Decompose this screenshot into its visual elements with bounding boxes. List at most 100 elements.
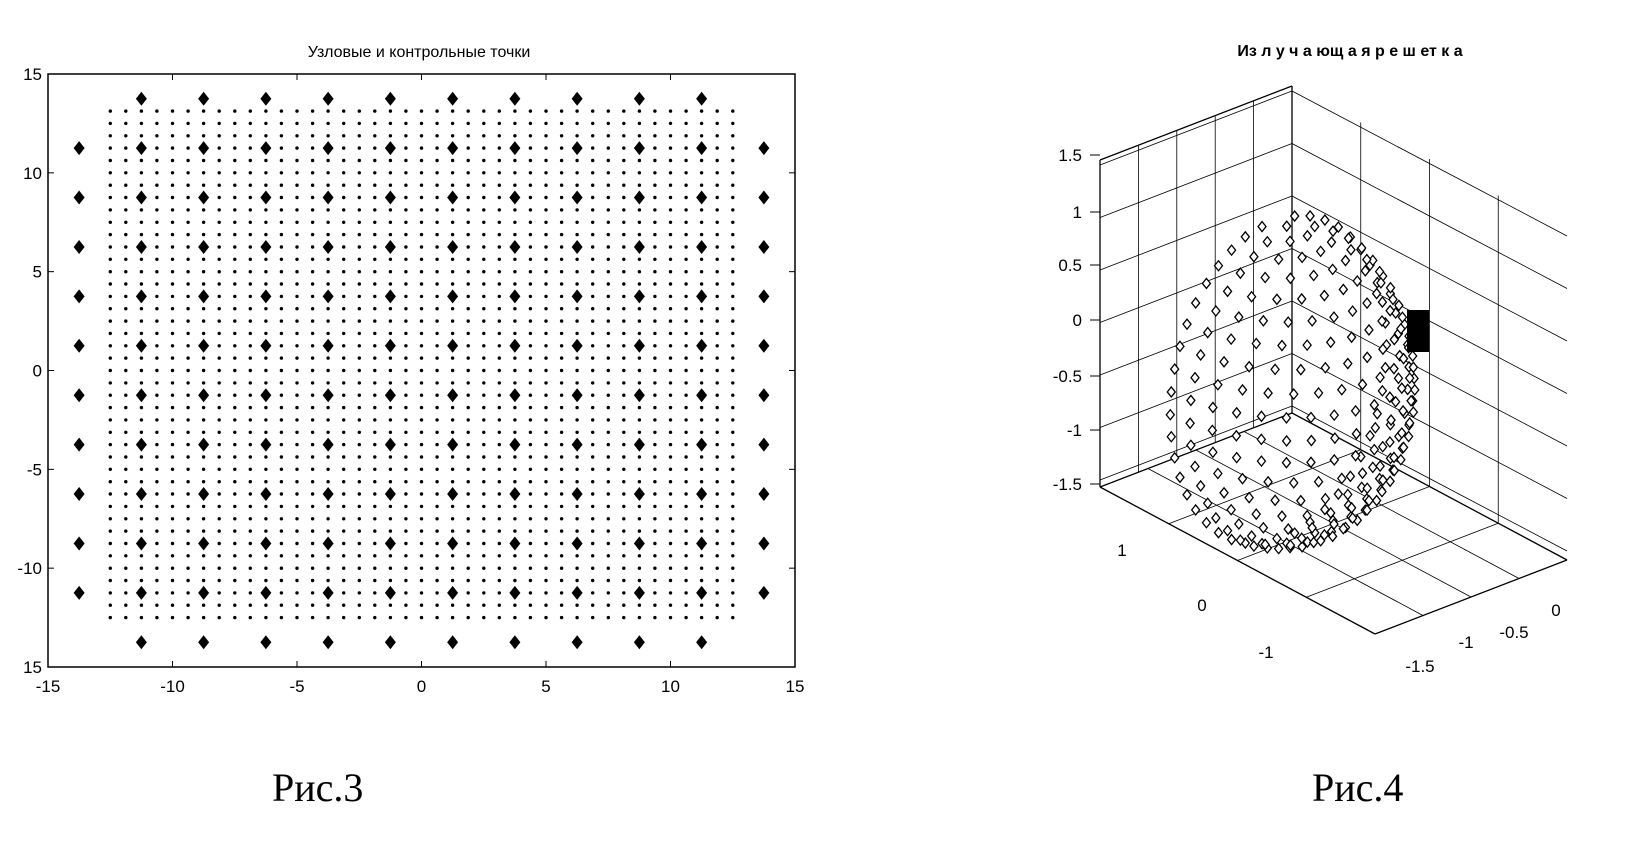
control-point bbox=[466, 504, 470, 509]
control-point bbox=[170, 121, 175, 126]
control-point bbox=[186, 455, 190, 459]
control-point bbox=[186, 615, 190, 620]
array-element bbox=[1338, 283, 1349, 296]
control-point bbox=[544, 603, 548, 607]
control-point bbox=[466, 208, 470, 212]
control-point bbox=[544, 171, 548, 175]
control-point bbox=[575, 566, 579, 570]
control-point bbox=[435, 480, 439, 484]
control-point bbox=[435, 220, 439, 224]
nodal-point bbox=[571, 635, 583, 650]
nodal-point bbox=[322, 190, 334, 205]
control-point bbox=[450, 381, 455, 385]
control-point bbox=[699, 331, 704, 336]
control-point bbox=[715, 418, 719, 422]
y-tick-label: -10 bbox=[17, 559, 42, 578]
array-element bbox=[1235, 534, 1246, 547]
control-point bbox=[684, 442, 688, 447]
control-point bbox=[233, 603, 237, 607]
control-point bbox=[544, 529, 548, 533]
control-point bbox=[715, 566, 719, 570]
control-point bbox=[528, 270, 533, 274]
nodal-point bbox=[384, 289, 396, 304]
control-point bbox=[186, 245, 190, 249]
control-point bbox=[668, 220, 673, 224]
control-point bbox=[357, 183, 361, 187]
control-point bbox=[124, 615, 128, 620]
control-point bbox=[544, 282, 548, 286]
control-point bbox=[388, 158, 393, 163]
control-point bbox=[699, 109, 704, 113]
control-point bbox=[357, 282, 361, 286]
control-point bbox=[108, 405, 113, 410]
control-point bbox=[606, 183, 610, 187]
array-element bbox=[1362, 351, 1373, 364]
z-tick-label: 0 bbox=[1073, 311, 1082, 330]
control-point bbox=[248, 381, 252, 385]
control-point bbox=[606, 331, 610, 336]
control-point bbox=[357, 430, 361, 434]
control-point bbox=[419, 344, 424, 348]
control-point bbox=[544, 418, 548, 422]
control-point bbox=[699, 257, 704, 261]
chart-title: Узловые и контрольные точки bbox=[308, 44, 531, 61]
control-point bbox=[404, 245, 408, 249]
nodal-point bbox=[633, 635, 645, 650]
control-point bbox=[155, 319, 159, 323]
control-point bbox=[528, 331, 533, 336]
control-point bbox=[201, 381, 206, 385]
control-point bbox=[513, 208, 517, 212]
control-point bbox=[342, 146, 346, 150]
nodal-point bbox=[322, 536, 334, 551]
control-point bbox=[653, 541, 657, 546]
control-point bbox=[637, 109, 642, 113]
control-point bbox=[668, 405, 673, 410]
control-point bbox=[186, 393, 190, 397]
control-point bbox=[684, 270, 688, 274]
control-point bbox=[528, 232, 533, 237]
array-element bbox=[1407, 349, 1418, 363]
control-point bbox=[528, 344, 533, 348]
z-tick-label: -1 bbox=[1067, 421, 1082, 440]
control-point bbox=[248, 480, 252, 484]
array-element bbox=[1307, 314, 1317, 327]
control-point bbox=[342, 208, 346, 212]
control-point bbox=[513, 467, 517, 471]
control-point bbox=[170, 418, 175, 422]
nodal-point bbox=[509, 141, 521, 156]
control-point bbox=[342, 504, 346, 509]
control-point bbox=[342, 171, 346, 175]
array-element bbox=[1240, 230, 1251, 243]
control-point bbox=[124, 183, 128, 187]
array-element bbox=[1398, 441, 1409, 454]
control-point bbox=[388, 405, 393, 410]
control-point bbox=[295, 208, 299, 212]
control-point bbox=[591, 171, 595, 175]
control-point bbox=[715, 245, 719, 249]
control-point bbox=[357, 504, 361, 509]
control-point bbox=[544, 467, 548, 471]
control-point bbox=[326, 121, 330, 126]
control-point bbox=[201, 220, 206, 224]
control-point bbox=[591, 270, 595, 274]
control-point bbox=[233, 195, 237, 200]
control-point bbox=[668, 195, 673, 200]
control-point bbox=[668, 294, 673, 299]
array-element bbox=[1306, 411, 1316, 424]
nodal-point bbox=[73, 141, 85, 156]
array-element bbox=[1325, 336, 1336, 349]
nodal-point bbox=[322, 388, 334, 403]
control-point bbox=[217, 405, 221, 410]
control-point bbox=[279, 529, 284, 533]
nodal-point bbox=[384, 141, 396, 156]
control-point bbox=[606, 480, 610, 484]
control-point bbox=[310, 195, 315, 200]
control-point bbox=[388, 134, 393, 138]
control-point bbox=[217, 381, 221, 385]
control-point bbox=[575, 467, 579, 471]
control-point bbox=[217, 220, 221, 224]
control-point bbox=[419, 368, 424, 373]
nodal-point bbox=[633, 289, 645, 304]
control-point bbox=[186, 232, 190, 237]
nodal-point bbox=[633, 190, 645, 205]
